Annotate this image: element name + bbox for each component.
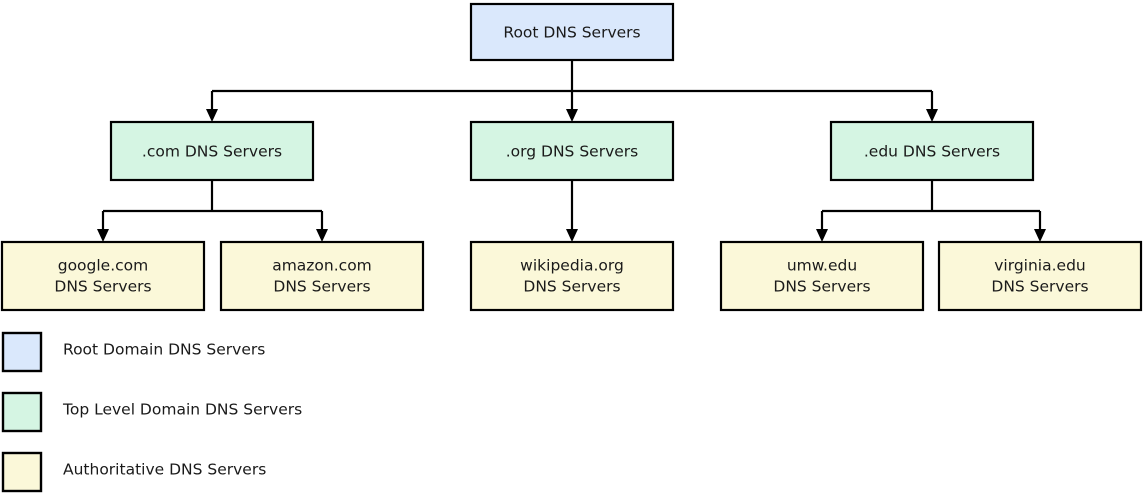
edge-group-from-org-dns-servers — [566, 180, 578, 242]
node-label-line1-wikipedia-org-dns-servers: wikipedia.org — [520, 257, 624, 275]
node-root-dns-servers[interactable]: Root DNS Servers — [469, 2, 675, 62]
edge-group-from-com-dns-servers — [97, 180, 328, 242]
edge-group-from-edu-dns-servers — [816, 180, 1046, 242]
node-label-line2-wikipedia-org-dns-servers: DNS Servers — [523, 278, 620, 296]
node-label-com-dns-servers: .com DNS Servers — [142, 143, 282, 161]
arrow-head-icon — [816, 229, 828, 242]
legend-authoritative-swatch — [1, 451, 43, 493]
node-box-org-dns-servers[interactable] — [469, 120, 675, 182]
node-com-dns-servers[interactable]: .com DNS Servers — [109, 120, 315, 182]
node-label-line1-google-com-dns-servers: google.com — [58, 257, 149, 275]
arrow-head-icon — [566, 229, 578, 242]
node-label-line2-virginia-edu-dns-servers: DNS Servers — [991, 278, 1088, 296]
node-label-line2-umw-edu-dns-servers: DNS Servers — [773, 278, 870, 296]
legend-tld-swatch — [1, 391, 43, 433]
node-box-com-dns-servers[interactable] — [109, 120, 315, 182]
legend-root: Root Domain DNS Servers — [1, 331, 265, 373]
arrow-head-icon — [206, 109, 218, 122]
node-box-google-com-dns-servers[interactable] — [0, 240, 206, 312]
node-box-amazon-com-dns-servers[interactable] — [219, 240, 425, 312]
legend-root-label: Root Domain DNS Servers — [63, 341, 265, 359]
node-label-line1-amazon-com-dns-servers: amazon.com — [272, 257, 372, 275]
node-org-dns-servers[interactable]: .org DNS Servers — [469, 120, 675, 182]
legend-tld-label: Top Level Domain DNS Servers — [62, 401, 302, 419]
node-edu-dns-servers[interactable]: .edu DNS Servers — [829, 120, 1035, 182]
node-label-line1-umw-edu-dns-servers: umw.edu — [787, 257, 857, 275]
arrow-head-icon — [1034, 229, 1046, 242]
arrow-head-icon — [566, 109, 578, 122]
node-label-edu-dns-servers: .edu DNS Servers — [864, 143, 1000, 161]
arrow-head-icon — [926, 109, 938, 122]
node-box-edu-dns-servers[interactable] — [829, 120, 1035, 182]
node-label-line1-virginia-edu-dns-servers: virginia.edu — [994, 257, 1085, 275]
node-label-root-dns-servers: Root DNS Servers — [503, 24, 640, 42]
node-box-root-dns-servers[interactable] — [469, 2, 675, 62]
nodes-layer: Root DNS Servers .com DNS Servers .org DNS… — [0, 2, 1143, 312]
node-label-org-dns-servers: .org DNS Servers — [506, 143, 638, 161]
edge-group-from-root-dns-servers — [206, 60, 938, 122]
legend-authoritative-label: Authoritative DNS Servers — [63, 461, 266, 479]
node-label-line2-amazon-com-dns-servers: DNS Servers — [273, 278, 370, 296]
arrow-head-icon — [316, 229, 328, 242]
arrow-head-icon — [97, 229, 109, 242]
node-box-wikipedia-org-dns-servers[interactable] — [469, 240, 675, 312]
node-box-umw-edu-dns-servers[interactable] — [719, 240, 925, 312]
legend-root-swatch — [1, 331, 43, 373]
legend-authoritative: Authoritative DNS Servers — [1, 451, 266, 493]
node-label-line2-google-com-dns-servers: DNS Servers — [54, 278, 151, 296]
legend-tld: Top Level Domain DNS Servers — [1, 391, 302, 433]
connectors-layer — [97, 60, 1046, 242]
node-box-virginia-edu-dns-servers[interactable] — [937, 240, 1143, 312]
